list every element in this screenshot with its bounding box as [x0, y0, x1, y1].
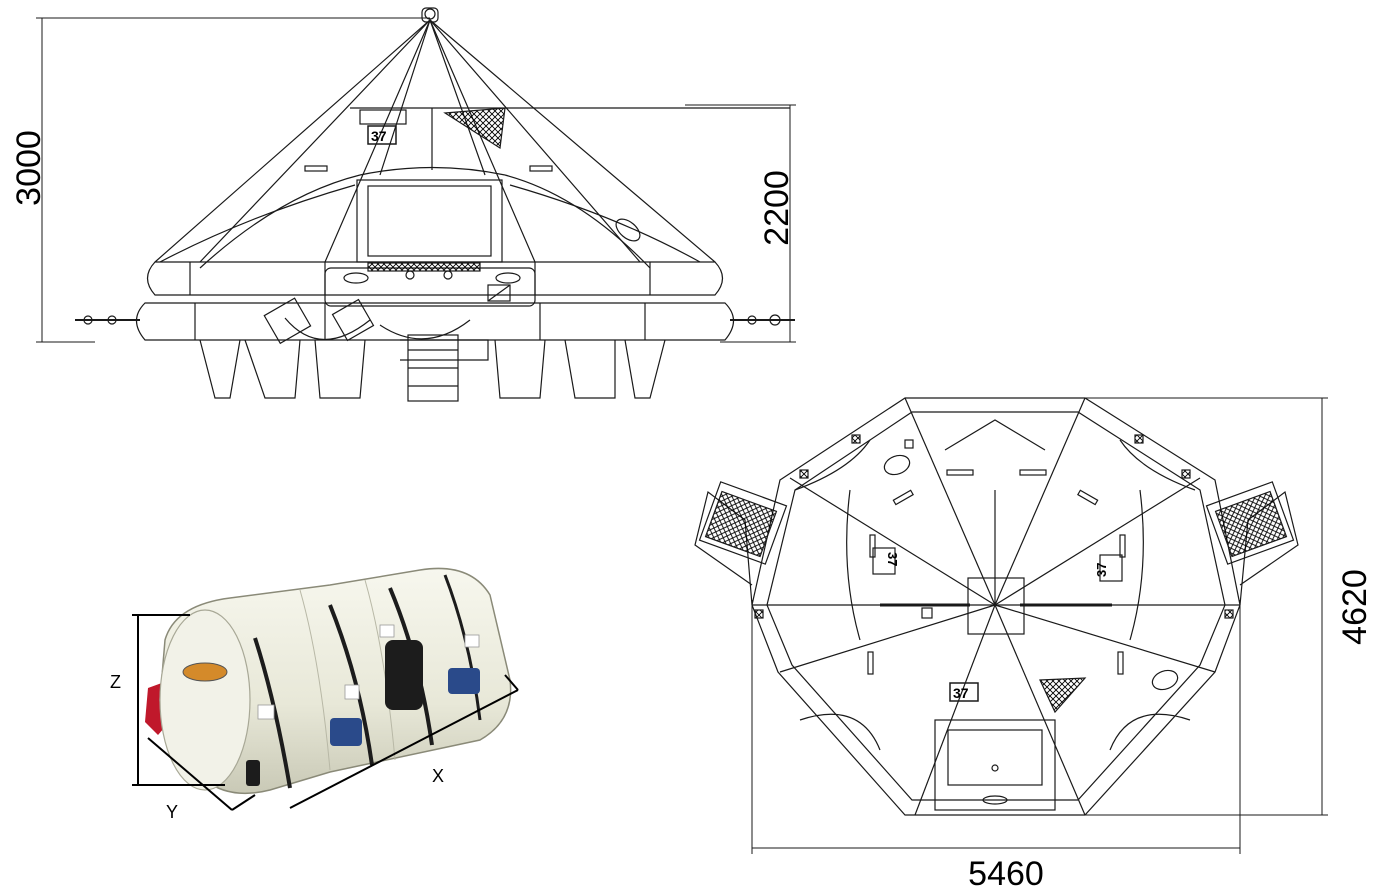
dimension-width: 5460	[968, 855, 1044, 893]
axis-label-y: Y	[166, 802, 178, 822]
top-capacity-tag-left: 37	[885, 552, 900, 566]
axis-label-x: X	[432, 766, 444, 786]
side-dimension-lines	[36, 17, 796, 343]
dimension-overall-height: 3000	[10, 130, 48, 206]
side-view-drawing	[75, 7, 795, 402]
top-view-drawing	[694, 397, 1299, 816]
container-axes-lines	[132, 614, 519, 811]
axis-label-z: Z	[110, 672, 121, 692]
dimension-depth: 4620	[1336, 569, 1374, 645]
container-illustration	[145, 567, 512, 795]
dimension-canopy-height: 2200	[758, 170, 796, 246]
top-capacity-tag-right: 37	[1094, 563, 1109, 577]
top-dimension-lines	[751, 397, 1328, 854]
top-capacity-tag-bottom: 37	[953, 685, 969, 701]
side-capacity-tag: 37	[371, 128, 387, 144]
